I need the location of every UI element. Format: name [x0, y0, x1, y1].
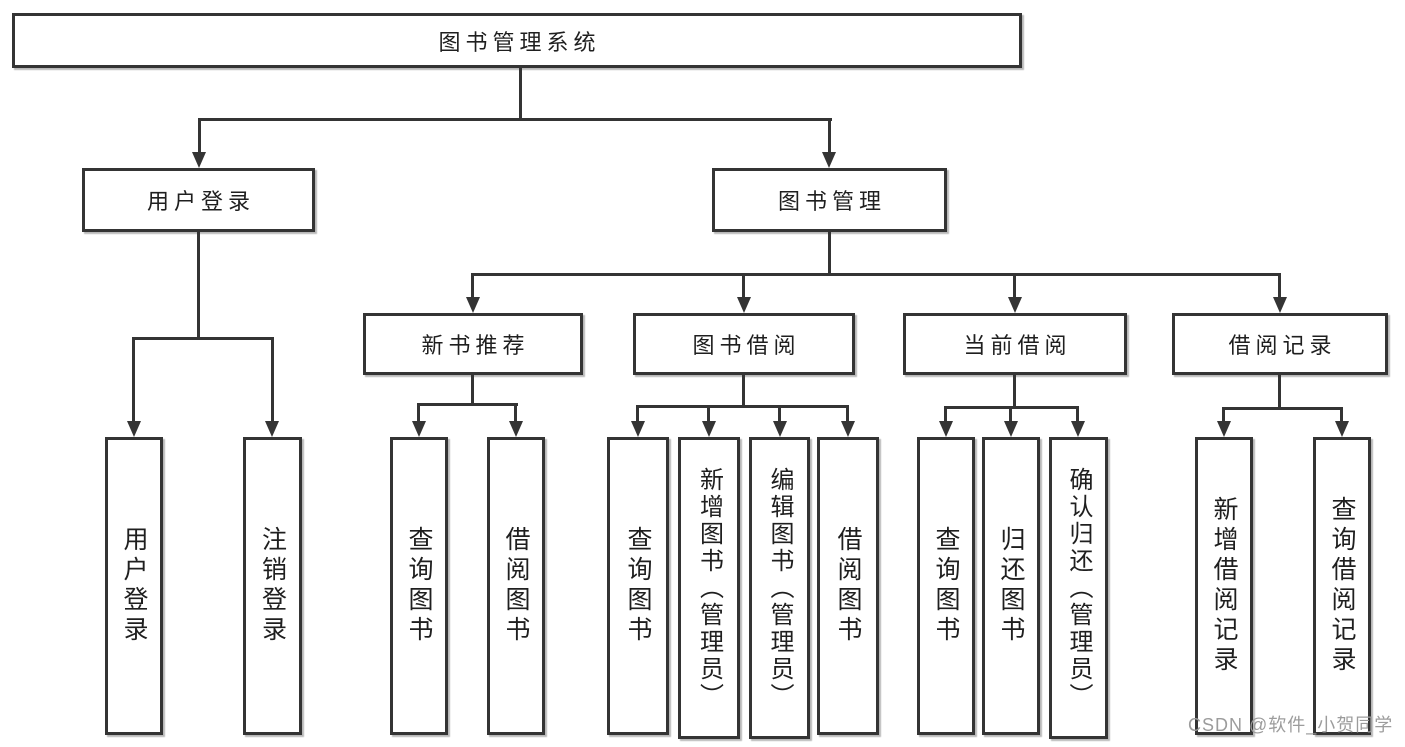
- connector-to-query-books-borrowing: [636, 405, 639, 422]
- node-return-books: 归还图书: [982, 437, 1040, 735]
- connector-user-login-stem: [197, 232, 200, 339]
- node-user-login-action: 用户登录: [105, 437, 163, 735]
- node-query-books-borrowing: 查询图书: [607, 437, 669, 735]
- connector-to-query-books-current: [944, 406, 947, 422]
- arrowhead-icon: [939, 421, 953, 437]
- connector-to-return-books: [1009, 406, 1012, 422]
- connector-to-edit-books-admin: [778, 405, 781, 422]
- connector-to-borrow-books-recommend: [514, 403, 517, 423]
- connector-to-user-login: [198, 118, 201, 153]
- node-book-borrowing: 图书借阅: [633, 313, 855, 375]
- arrowhead-icon: [265, 421, 279, 437]
- connector-book-management-crossbar: [471, 273, 1281, 276]
- node-add-books-admin: 新增图书（管理员）: [678, 437, 740, 739]
- arrowhead-icon: [1008, 297, 1022, 313]
- arrowhead-icon: [192, 152, 206, 168]
- connector-records-stem: [1278, 375, 1281, 409]
- node-query-borrow-record: 查询借阅记录: [1313, 437, 1371, 735]
- arrowhead-icon: [1273, 297, 1287, 313]
- connector-to-book-borrowing: [742, 273, 745, 298]
- connector-to-query-books-recommend: [417, 403, 420, 423]
- node-new-book-recommendation: 新书推荐: [363, 313, 583, 375]
- arrowhead-icon: [822, 152, 836, 168]
- connector-current-crossbar: [945, 406, 1079, 409]
- connector-records-crossbar: [1223, 407, 1343, 410]
- connector-to-add-books-admin: [707, 405, 710, 422]
- connector-root-stem: [519, 68, 522, 118]
- connector-user-login-crossbar: [133, 337, 274, 340]
- connector-to-book-management: [828, 118, 831, 153]
- connector-to-borrowing-records: [1278, 273, 1281, 298]
- connector-to-user-login-action: [132, 337, 135, 422]
- connector-book-management-stem: [828, 232, 831, 275]
- node-confirm-return-admin: 确认归还（管理员）: [1049, 437, 1108, 739]
- connector-to-logout-action: [271, 337, 274, 422]
- arrowhead-icon: [737, 297, 751, 313]
- node-query-books-recommend: 查询图书: [390, 437, 448, 735]
- arrowhead-icon: [127, 421, 141, 437]
- connector-recommend-stem: [471, 375, 474, 405]
- node-borrow-books-borrowing: 借阅图书: [817, 437, 879, 735]
- connector-to-confirm-return-admin: [1076, 406, 1079, 422]
- arrowhead-icon: [841, 421, 855, 437]
- arrowhead-icon: [1335, 421, 1349, 437]
- arrowhead-icon: [773, 421, 787, 437]
- arrowhead-icon: [702, 421, 716, 437]
- node-book-management: 图书管理: [712, 168, 947, 232]
- connector-to-add-borrow-record: [1222, 407, 1225, 422]
- connector-recommend-crossbar: [418, 403, 518, 406]
- arrowhead-icon: [509, 421, 523, 437]
- arrowhead-icon: [631, 421, 645, 437]
- node-borrow-books-recommend: 借阅图书: [487, 437, 545, 735]
- node-add-borrow-record: 新增借阅记录: [1195, 437, 1253, 735]
- connector-to-new-book-recommendation: [471, 273, 474, 298]
- node-user-login: 用户登录: [82, 168, 315, 232]
- node-library-system: 图书管理系统: [12, 13, 1022, 68]
- node-current-borrowing: 当前借阅: [903, 313, 1127, 375]
- node-logout-action: 注销登录: [243, 437, 302, 735]
- arrowhead-icon: [466, 297, 480, 313]
- connector-to-query-borrow-record: [1340, 407, 1343, 422]
- connector-root-crossbar: [198, 118, 832, 121]
- arrowhead-icon: [1217, 421, 1231, 437]
- connector-current-stem: [1013, 375, 1016, 408]
- connector-to-current-borrowing: [1013, 273, 1016, 298]
- connector-borrowing-crossbar: [637, 405, 849, 408]
- watermark: CSDN @软件_小贺同学: [1188, 715, 1394, 735]
- connector-borrowing-stem: [742, 375, 745, 407]
- node-edit-books-admin: 编辑图书（管理员）: [749, 437, 810, 739]
- arrowhead-icon: [1071, 421, 1085, 437]
- arrowhead-icon: [1004, 421, 1018, 437]
- node-borrowing-records: 借阅记录: [1172, 313, 1388, 375]
- connector-to-borrow-books-borrowing: [846, 405, 849, 422]
- node-query-books-current: 查询图书: [917, 437, 975, 735]
- arrowhead-icon: [412, 421, 426, 437]
